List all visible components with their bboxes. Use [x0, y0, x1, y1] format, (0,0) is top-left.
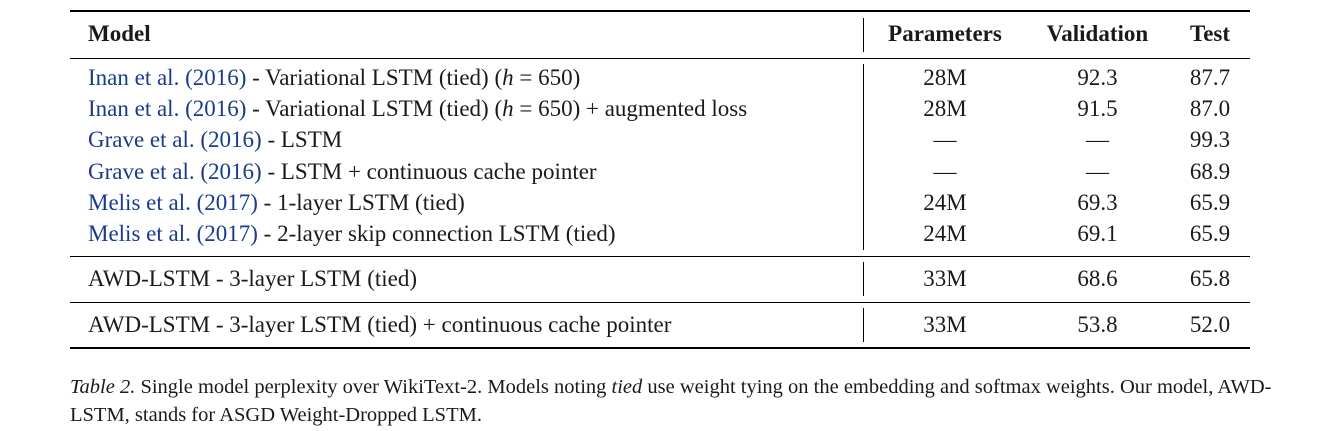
- table-caption: Table 2. Single model perplexity over Wi…: [70, 373, 1305, 429]
- validation-cell: —: [1086, 159, 1109, 184]
- parameters-cell: 28M: [923, 65, 967, 90]
- citation-link[interactable]: Grave et al. (2016): [88, 159, 262, 184]
- model-cell: Grave et al. (2016) - LSTM: [88, 126, 342, 154]
- citation-link[interactable]: Melis et al. (2017): [88, 190, 258, 215]
- group-rule-2: [70, 302, 1250, 303]
- citation-link[interactable]: Inan et al. (2016): [88, 96, 247, 121]
- validation-cell: —: [1086, 127, 1109, 152]
- citation-link[interactable]: Inan et al. (2016): [88, 65, 247, 90]
- test-cell: 52.0: [1189, 312, 1231, 337]
- column-separator: [863, 308, 864, 342]
- validation-cell: 69.3: [1077, 190, 1118, 215]
- test-cell: 65.8: [1189, 266, 1231, 291]
- table-bottom-rule: [70, 347, 1250, 349]
- model-description: AWD-LSTM - 3-layer LSTM (tied): [88, 266, 418, 291]
- caption-text: Single model perplexity over WikiText-2.…: [135, 376, 612, 398]
- model-description: - 2-layer skip connection LSTM (tied): [257, 221, 616, 246]
- header-rule: [70, 58, 1250, 59]
- column-separator: [863, 262, 864, 296]
- model-cell: Inan et al. (2016) - Variational LSTM (t…: [88, 64, 580, 92]
- model-description: AWD-LSTM - 3-layer LSTM (tied) + continu…: [88, 312, 672, 337]
- model-cell: Melis et al. (2017) - 1-layer LSTM (tied…: [88, 189, 465, 217]
- citation-link[interactable]: Grave et al. (2016): [88, 127, 262, 152]
- test-cell: 87.0: [1189, 96, 1231, 121]
- validation-cell: 69.1: [1077, 221, 1118, 246]
- test-cell: 65.9: [1189, 221, 1231, 246]
- model-description: - LSTM: [261, 127, 343, 152]
- test-cell: 99.3: [1189, 127, 1231, 152]
- parameters-cell: —: [933, 159, 957, 184]
- model-description: - LSTM + continuous cache pointer: [261, 159, 597, 184]
- parameters-cell: 33M: [923, 312, 967, 337]
- model-description: - 1-layer LSTM (tied): [257, 190, 465, 215]
- validation-cell: 92.3: [1077, 65, 1118, 90]
- model-cell: Inan et al. (2016) - Variational LSTM (t…: [88, 95, 747, 123]
- caption-emphasis: tied: [611, 376, 643, 398]
- model-description: - Variational LSTM (tied) (h = 650) + au…: [246, 96, 748, 121]
- header-model: Model: [88, 21, 151, 46]
- model-description: - Variational LSTM (tied) (h = 650): [246, 65, 581, 90]
- parameters-cell: 33M: [923, 266, 967, 291]
- column-separator: [863, 64, 864, 250]
- caption-label: Table 2.: [70, 376, 136, 398]
- test-cell: 65.9: [1189, 190, 1231, 215]
- validation-cell: 91.5: [1077, 96, 1118, 121]
- validation-cell: 53.8: [1077, 312, 1118, 337]
- group-rule-1: [70, 256, 1250, 257]
- parameters-cell: 28M: [923, 96, 967, 121]
- test-cell: 68.9: [1189, 159, 1231, 184]
- model-cell: Grave et al. (2016) - LSTM + continuous …: [88, 158, 597, 186]
- validation-cell: 68.6: [1077, 266, 1118, 291]
- citation-link[interactable]: Melis et al. (2017): [88, 221, 258, 246]
- model-cell: Melis et al. (2017) - 2-layer skip conne…: [88, 220, 616, 248]
- header-parameters: Parameters: [888, 21, 1002, 46]
- model-cell: AWD-LSTM - 3-layer LSTM (tied): [88, 265, 417, 293]
- test-cell: 87.7: [1189, 65, 1231, 90]
- column-separator: [863, 18, 864, 52]
- table-top-rule: [70, 10, 1250, 12]
- header-test: Test: [1189, 21, 1231, 46]
- caption-text: use weight tying on the embedding and so…: [70, 376, 1272, 426]
- parameters-cell: —: [933, 127, 957, 152]
- header-validation: Validation: [1046, 21, 1149, 46]
- parameters-cell: 24M: [923, 221, 967, 246]
- parameters-cell: 24M: [923, 190, 967, 215]
- model-cell: AWD-LSTM - 3-layer LSTM (tied) + continu…: [88, 311, 671, 339]
